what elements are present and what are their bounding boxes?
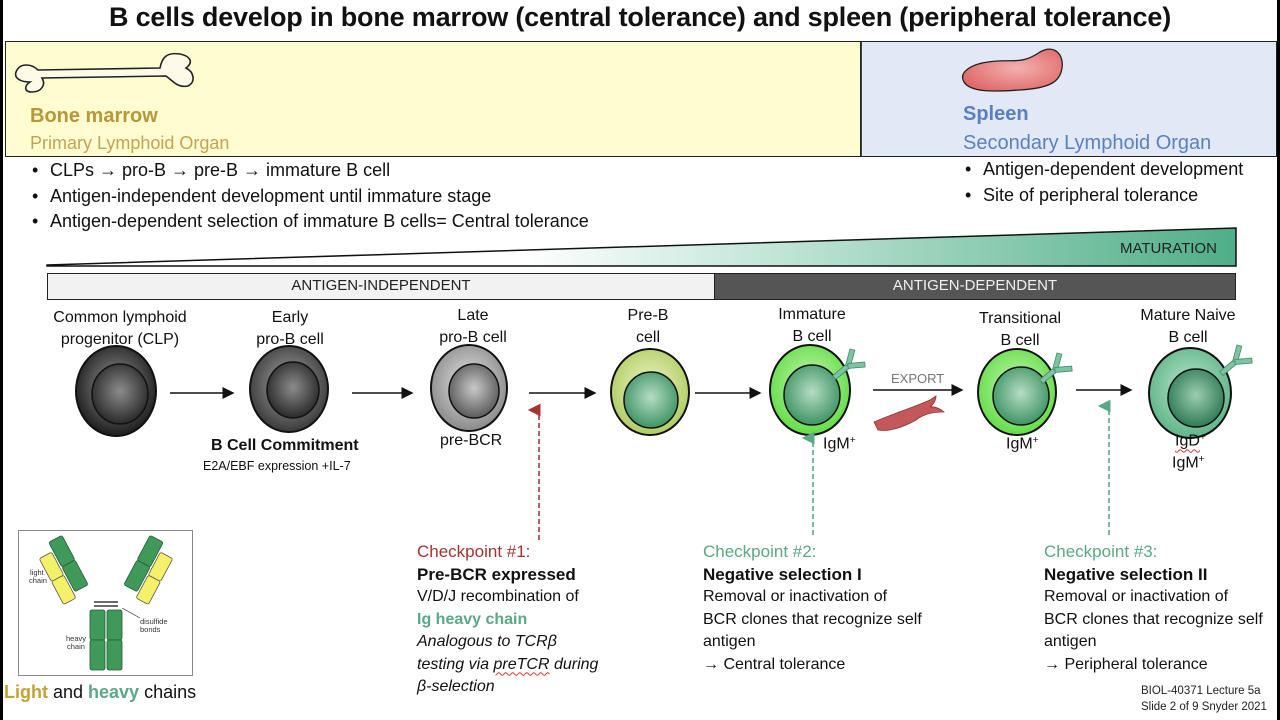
checkpoint-2-title: Negative selection I <box>703 564 862 584</box>
cell-transitional-b <box>977 348 1075 436</box>
b-cell-commitment-title: B Cell Commitment <box>211 437 359 454</box>
slide-border-left <box>0 0 3 720</box>
slide-title: B cells develop in bone marrow (central … <box>108 2 1171 32</box>
checkpoint-1: Checkpoint #1: Pre-BCR expressed V/D/J r… <box>417 542 599 695</box>
blood-vessel-icon <box>873 395 945 431</box>
bullet-item: Antigen-independent development until im… <box>32 184 589 210</box>
bullet-item: Antigen-dependent selection of immature … <box>32 209 589 235</box>
svg-text:chain: chain <box>29 576 47 585</box>
marker-pre-bcr: pre-BCR <box>440 432 503 449</box>
cell-label-early-pro-b: Early pro-B cell <box>256 309 324 348</box>
checkpoint-1-heading: Checkpoint #1: <box>417 542 531 561</box>
cell-label-pre-b: Pre-B cell <box>627 307 669 346</box>
bone-marrow-title: Bone marrow <box>30 105 158 127</box>
bullet-item: Antigen-dependent development <box>965 157 1243 183</box>
spleen-icon <box>962 48 1063 92</box>
checkpoint-3: Checkpoint #3: Negative selection II Rem… <box>1044 542 1263 673</box>
cell-late-pro-b <box>430 344 508 432</box>
bullet-item: CLPs → pro-B → pre-B → immature B cell <box>32 158 589 184</box>
bullet-item: Site of peripheral tolerance <box>965 183 1243 209</box>
maturation-label: MATURATION <box>1120 240 1217 257</box>
spleen-title: Spleen <box>963 103 1029 125</box>
cell-pre-b <box>610 348 690 436</box>
checkpoint-2-heading: Checkpoint #2: <box>703 542 817 561</box>
slide-footer: BIOL-40371 Lecture 5a Slide 2 of 9 Snyde… <box>1141 685 1267 713</box>
cell-mature-naive-b <box>1148 342 1255 439</box>
light-chain-label: light <box>30 568 45 577</box>
bone-marrow-bullets: CLPs → pro-B → pre-B → immature B cell A… <box>32 158 589 235</box>
bone-marrow-subtitle: Primary Lymphoid Organ <box>30 133 230 153</box>
antibody-structure-icon: light chain heavy chain disulfide bonds <box>29 535 173 671</box>
checkpoint-2: Checkpoint #2: Negative selection I Remo… <box>703 542 922 673</box>
spleen-bullets: Antigen-dependent development Site of pe… <box>965 157 1243 208</box>
bone-marrow-panel <box>5 41 861 157</box>
cell-label-immature-b: Immature B cell <box>778 306 846 345</box>
checkpoint-1-title: Pre-BCR expressed <box>417 564 576 584</box>
ig-heavy-chain-highlight: Ig heavy chain <box>417 610 528 628</box>
marker-transitional-igm: IgM+ <box>1006 435 1039 453</box>
cell-immature-b <box>769 344 868 436</box>
chains-caption: Light and heavy chains <box>4 682 197 702</box>
checkpoint-3-heading: Checkpoint #3: <box>1044 542 1158 561</box>
cell-label-late-pro-b: Late pro-B cell <box>439 307 507 346</box>
cell-label-clp: Common lymphoid progenitor (CLP) <box>53 309 187 348</box>
spleen-panel <box>861 41 1277 157</box>
antigen-dependent-bar: ANTIGEN-DEPENDENT <box>714 273 1236 300</box>
heavy-chain-label: heavy <box>66 634 86 643</box>
cell-label-mature-naive-b: Mature Naive B cell <box>1140 307 1236 346</box>
svg-text:chain: chain <box>67 642 85 651</box>
svg-text:bonds: bonds <box>140 625 161 634</box>
slide-border-right <box>1277 0 1280 720</box>
marker-mature-igm: IgM+ <box>1172 454 1205 472</box>
marker-mature-igd: IgD+ <box>1175 432 1206 450</box>
export-label: EXPORT <box>891 371 945 386</box>
marker-immature-igm: IgM+ <box>823 435 856 453</box>
antigen-independent-bar: ANTIGEN-INDEPENDENT <box>47 273 715 300</box>
b-cell-commitment-subtitle: E2A/EBF expression +IL-7 <box>203 459 351 473</box>
cell-label-transitional-b: Transitional B cell <box>978 310 1062 349</box>
disulfide-bonds-label: disulfide <box>140 617 168 626</box>
spleen-subtitle: Secondary Lymphoid Organ <box>963 132 1212 154</box>
cell-early-pro-b <box>249 345 329 433</box>
cell-clp <box>75 345 157 437</box>
bone-icon <box>14 52 194 93</box>
checkpoint-3-title: Negative selection II <box>1044 564 1208 584</box>
